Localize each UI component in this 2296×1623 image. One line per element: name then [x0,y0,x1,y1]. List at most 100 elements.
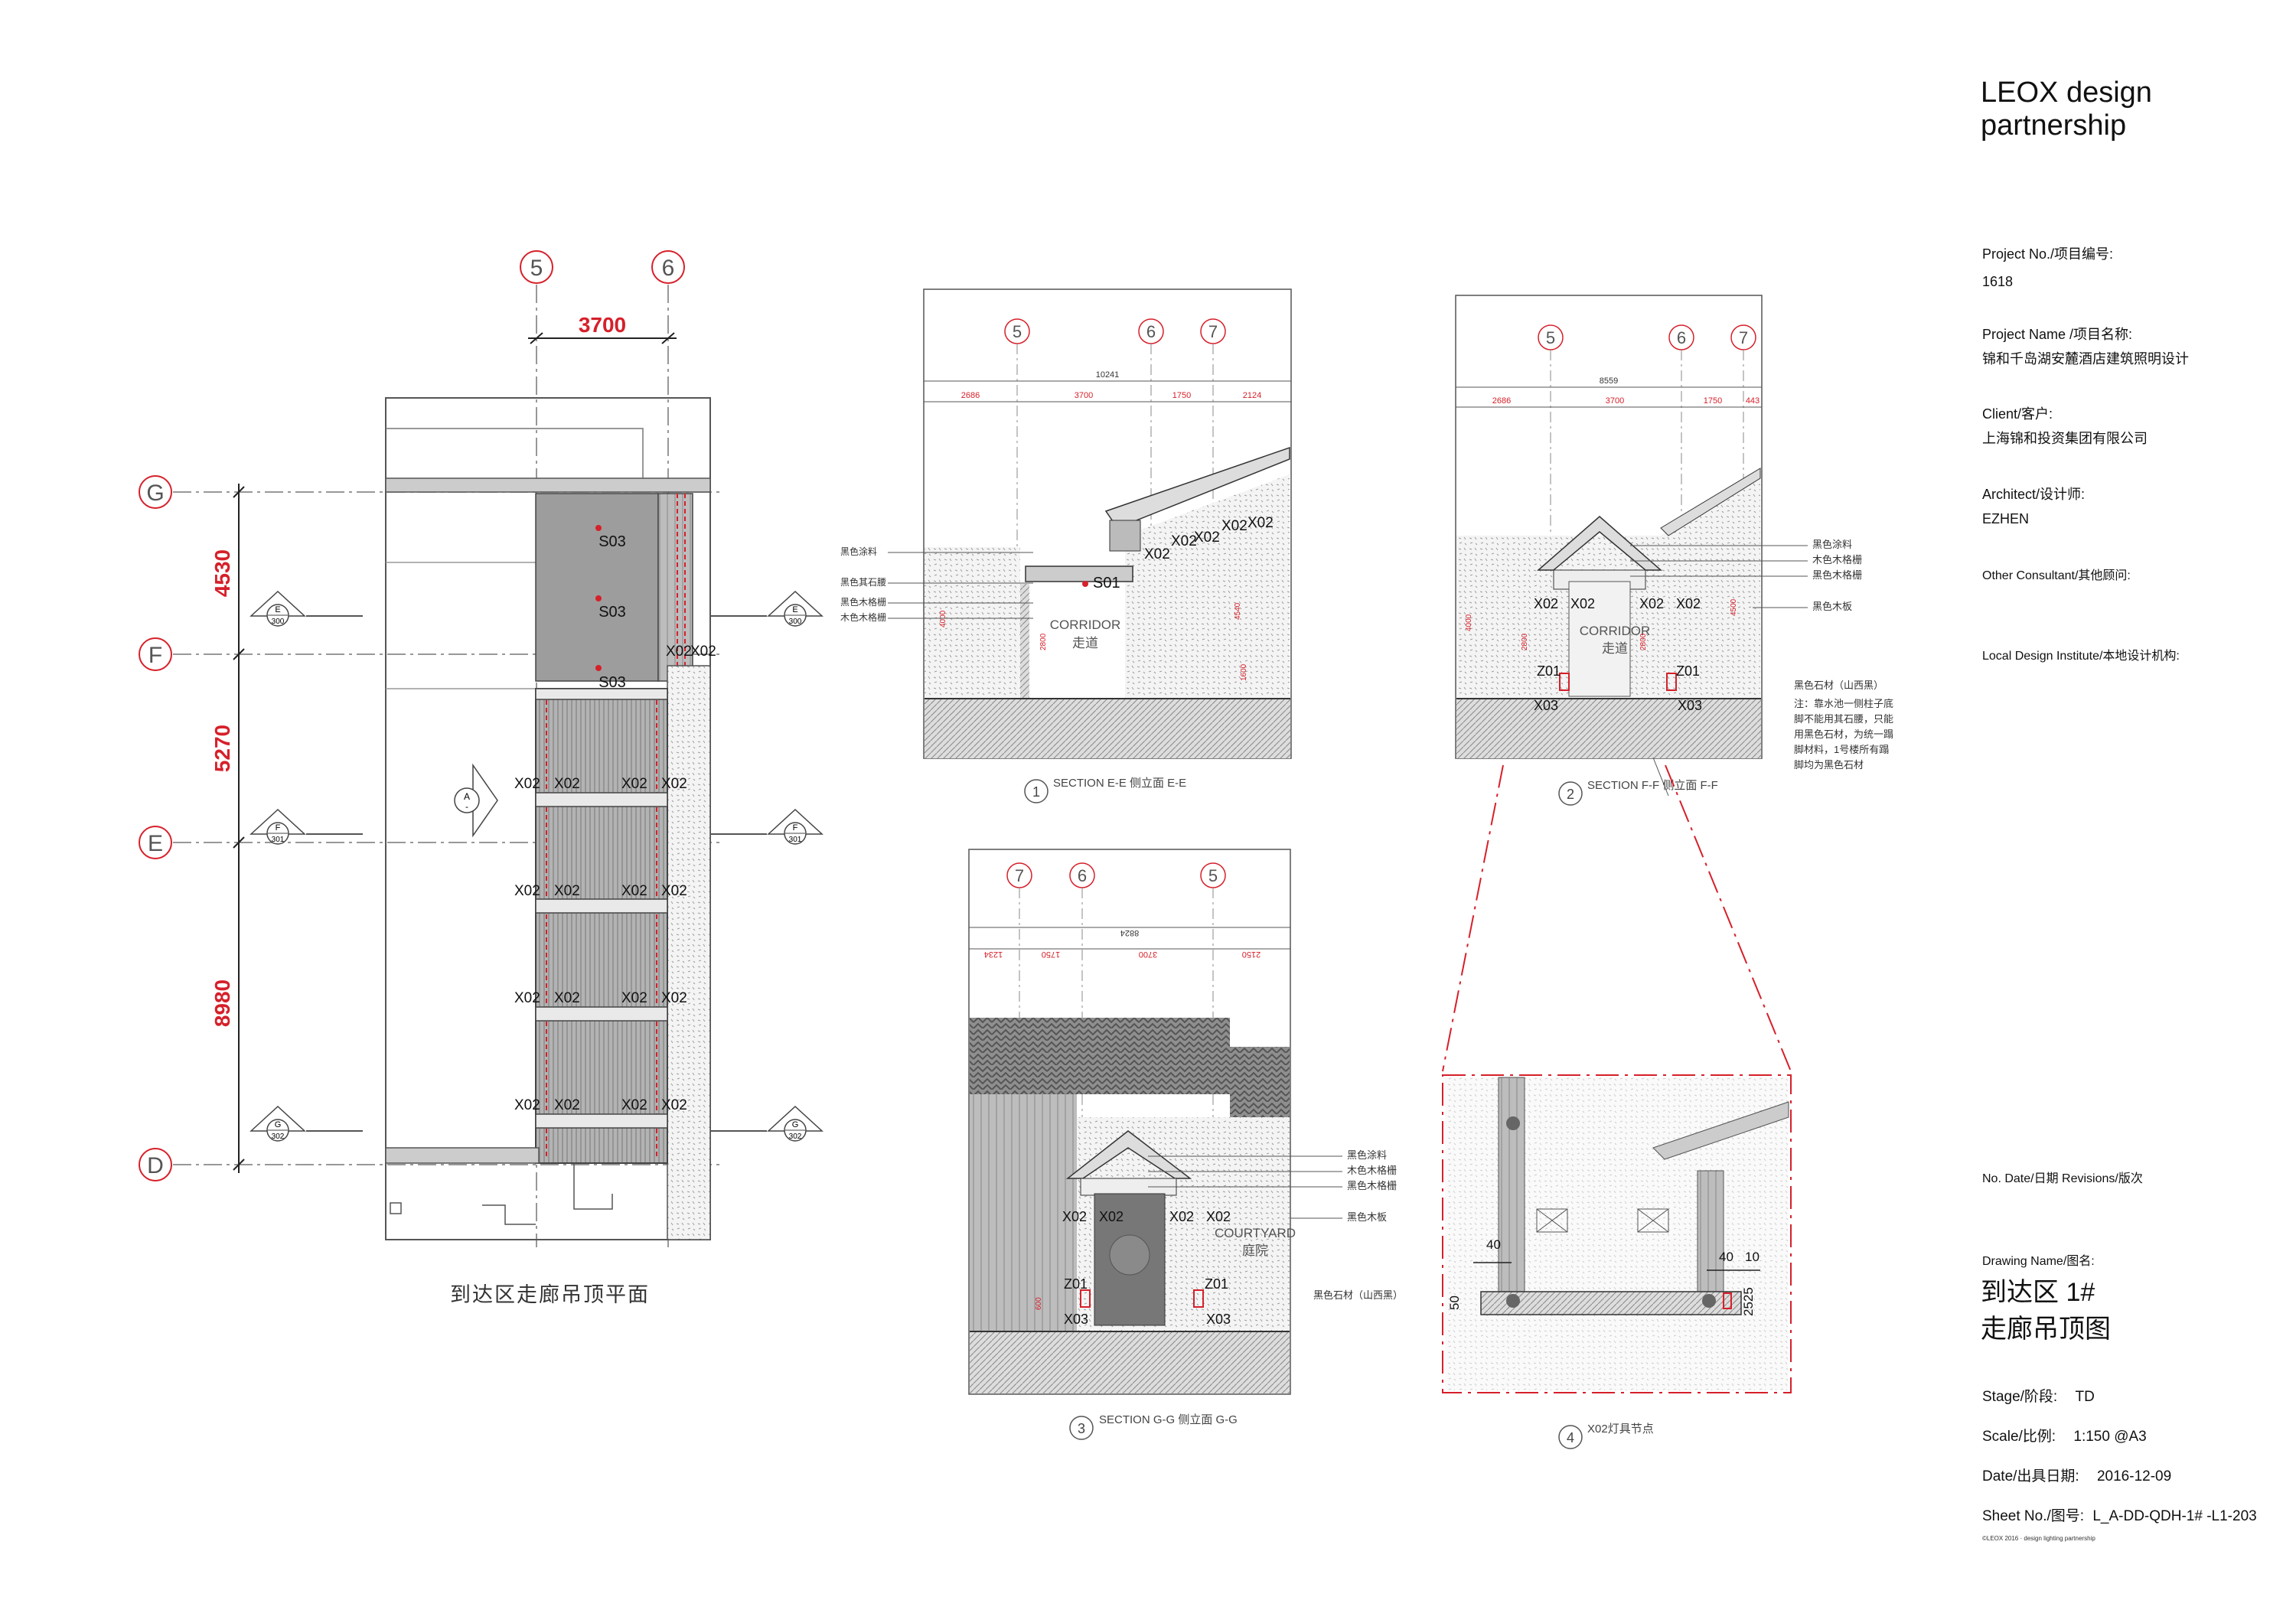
plan-dim-5270: 5270 [210,725,234,772]
svg-text:1: 1 [1032,784,1040,800]
svg-text:1234: 1234 [984,950,1003,959]
svg-text:庭院: 庭院 [1242,1243,1268,1258]
svg-text:脚材料，1号楼所有蹋: 脚材料，1号楼所有蹋 [1794,744,1889,755]
svg-text:X02: X02 [1171,533,1197,549]
svg-text:E: E [275,605,280,614]
svg-text:2124: 2124 [1243,391,1261,400]
svg-text:2150: 2150 [1242,950,1261,959]
svg-text:X02: X02 [1221,518,1247,534]
project-no-label: Project No./项目编号: [1982,246,2114,262]
svg-text:木色木格栅: 木色木格栅 [840,611,886,623]
revisions-header: No. Date/日期 Revisions/版次 [1982,1172,2143,1185]
svg-text:3700: 3700 [1606,396,1624,406]
svg-text:443: 443 [1746,396,1760,406]
s03-label-1: S03 [598,533,626,550]
architect-block: Architect/设计师: EZHEN [1982,484,2085,527]
svg-text:301: 301 [789,836,802,844]
svg-text:X02: X02 [1169,1209,1194,1224]
sheet-label: Sheet No./图号: [1982,1508,2085,1524]
s03-label-3: S03 [598,674,626,691]
section-f-f-caption: 2 SECTION F-F 侧立面 F-F [1558,779,1718,806]
svg-text:X02: X02 [554,1097,580,1113]
svg-text:黑色石材（山西黑）: 黑色石材（山西黑） [1313,1289,1403,1301]
svg-text:X02: X02 [1194,530,1220,546]
svg-text:黑色涂料: 黑色涂料 [840,546,877,557]
svg-text:COURTYARD: COURTYARD [1215,1226,1296,1240]
svg-text:黑色木板: 黑色木板 [1812,601,1852,612]
svg-text:黑色木格栅: 黑色木格栅 [1347,1180,1397,1191]
svg-text:1750: 1750 [1042,950,1060,959]
svg-text:X03: X03 [1206,1312,1231,1327]
svg-text:X02: X02 [514,776,540,792]
section-g-g-caption: 3 SECTION G-G 侧立面 G-G [1069,1413,1238,1440]
svg-text:走道: 走道 [1602,641,1628,656]
svg-text:F: F [148,643,162,668]
svg-text:8559: 8559 [1600,376,1618,386]
svg-text:2686: 2686 [961,391,980,400]
svg-text:600: 600 [1035,1297,1043,1310]
s01-label: S01 [1093,575,1120,592]
stage-value: TD [2075,1389,2095,1405]
svg-text:X02: X02 [621,776,647,792]
plan-grid-rows: G F E D [139,475,719,1181]
architect: EZHEN [1982,511,2030,526]
svg-text:1750: 1750 [1172,391,1191,400]
svg-text:6: 6 [1078,866,1087,885]
other-consultant-label: Other Consultant/其他顾问: [1982,569,2131,582]
svg-text:脚均为黑色石材: 脚均为黑色石材 [1794,759,1864,771]
svg-text:X02: X02 [666,644,692,660]
svg-text:3: 3 [1078,1421,1085,1436]
drawing-name: 到达区 1# 走廊吊顶图 [1981,1274,2111,1348]
svg-text:2: 2 [1567,787,1574,802]
svg-text:1600: 1600 [1240,663,1248,681]
svg-text:走道: 走道 [1072,636,1098,650]
svg-text:X02: X02 [514,990,540,1006]
section-e-e: 5 6 7 10241 2686 3700 1750 2124 S01 CORR… [840,288,1292,803]
svg-text:X03: X03 [1678,698,1702,713]
firm-name: LEOX design partnership [1981,77,2152,142]
svg-text:X02: X02 [621,990,647,1006]
svg-text:X02: X02 [1144,546,1170,562]
section-e-e-material-labels: 黑色涂料 黑色其石腰 黑色木格栅 木色木格栅 [840,546,1033,623]
svg-text:SECTION E-E 侧立面 E-E: SECTION E-E 侧立面 E-E [1053,777,1186,790]
drawing-name-line2: 走廊吊顶图 [1981,1315,2111,1344]
detail-x02: 40 40 10 50 2525 4 X02灯具节点 [1442,764,1792,1449]
svg-text:7: 7 [1739,328,1748,347]
svg-text:4540: 4540 [1234,602,1242,620]
section-g-g-material-labels: 黑色涂料 木色木格栅 黑色木格栅 黑色木板 黑色石材（山西黑） [1148,1149,1403,1301]
svg-text:F: F [793,823,798,833]
plan-grid-6: 6 [651,250,685,284]
svg-text:50: 50 [1447,1295,1462,1310]
date-value: 2016-12-09 [2096,1468,2172,1484]
svg-text:40: 40 [1719,1250,1733,1264]
svg-text:4000: 4000 [1465,614,1473,631]
svg-text:X02: X02 [621,1097,647,1113]
project-no-block: Project No./项目编号: 1618 [1982,243,2113,290]
stage-row: Stage/阶段: TD [1982,1385,2095,1406]
svg-text:6: 6 [1677,328,1686,347]
svg-text:301: 301 [272,836,285,844]
svg-text:黑色石材（山西黑）: 黑色石材（山西黑） [1794,680,1883,691]
svg-text:5: 5 [1013,322,1022,341]
drawing-name-line1: 到达区 1# [1981,1278,2095,1307]
client-block: Client/客户: 上海锦和投资集团有限公司 [1982,403,2148,448]
svg-text:X02: X02 [1062,1209,1087,1224]
svg-text:X02: X02 [661,883,687,899]
stage-label: Stage/阶段: [1982,1389,2058,1405]
svg-text:300: 300 [789,618,802,626]
svg-text:5: 5 [530,256,543,281]
svg-text:黑色木板: 黑色木板 [1347,1211,1387,1223]
svg-text:X02: X02 [661,1097,687,1113]
svg-text:X02灯具节点: X02灯具节点 [1587,1423,1654,1436]
svg-text:脚不能用其石腰，只能: 脚不能用其石腰，只能 [1794,713,1893,725]
svg-text:4000: 4000 [939,610,947,627]
svg-text:X02: X02 [554,776,580,792]
client: 上海锦和投资集团有限公司 [1982,431,2148,446]
svg-text:木色木格栅: 木色木格栅 [1812,554,1862,565]
svg-text:302: 302 [789,1133,802,1141]
svg-text:X02: X02 [1099,1209,1124,1224]
svg-text:10241: 10241 [1096,370,1120,380]
project-name-block: Project Name /项目名称: 锦和千岛湖安麓酒店建筑照明设计 [1982,324,2189,368]
